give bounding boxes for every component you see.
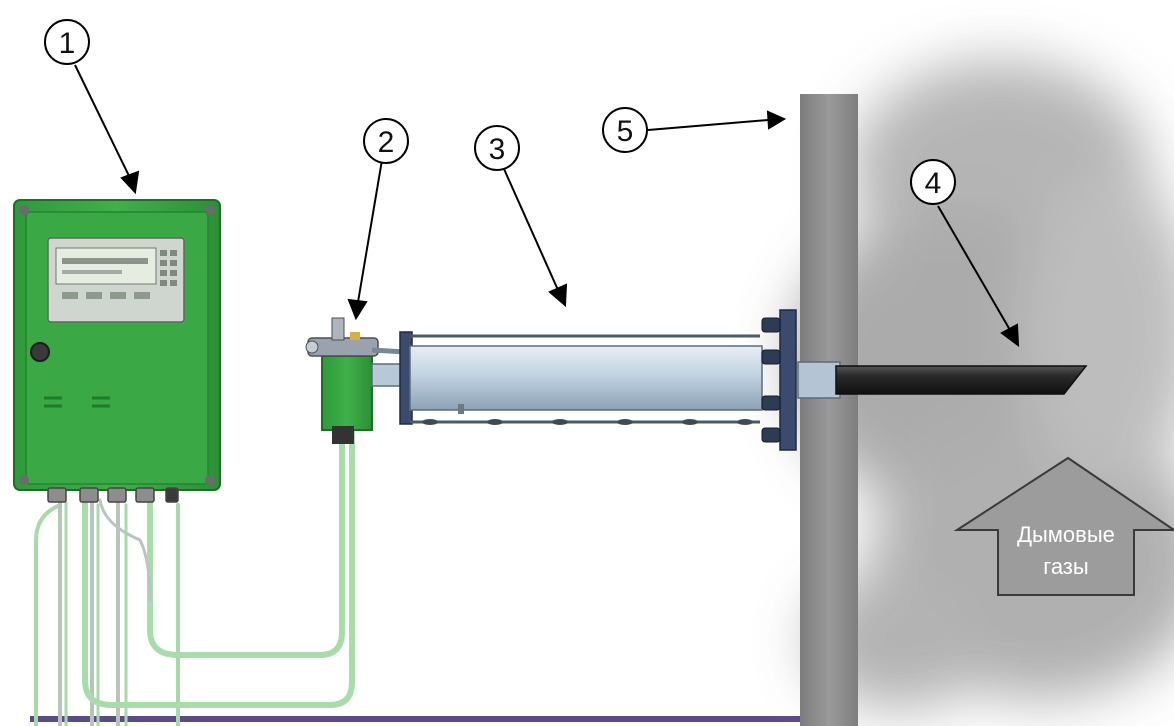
callout-2-label: 2 [378,126,395,159]
callout-1: 1 [44,19,90,65]
flue-gas-label-line1: Дымовые [1017,522,1115,547]
analyzer-cabinet [13,199,221,503]
analyzer-door-lock [30,342,50,362]
callout-3-label: 3 [489,133,506,166]
callout-2: 2 [363,118,409,164]
cables [34,417,355,726]
callout-5-label: 5 [617,115,634,148]
probe-tube [371,309,797,451]
flange-bolts [761,317,781,443]
cable-glands [47,487,179,503]
analyzer-softkeys [62,292,150,299]
sampling-probe [797,361,1088,399]
flue-gas-label-line2: газы [1043,554,1088,579]
analyzer-screen [55,247,157,285]
tube-right-flange [779,309,797,451]
analyzer-vents [44,396,110,408]
flue-gas-arrow [953,456,1174,596]
junction-box [305,317,406,444]
leader-lines [74,64,1020,348]
callout-4-label: 4 [925,167,942,200]
callout-5: 5 [602,107,648,153]
stack-wall [800,94,858,726]
callout-4: 4 [910,159,956,205]
callout-1-label: 1 [59,27,76,60]
callout-3: 3 [474,125,520,171]
floor-line [30,716,856,722]
analyzer-keypad [160,250,177,286]
